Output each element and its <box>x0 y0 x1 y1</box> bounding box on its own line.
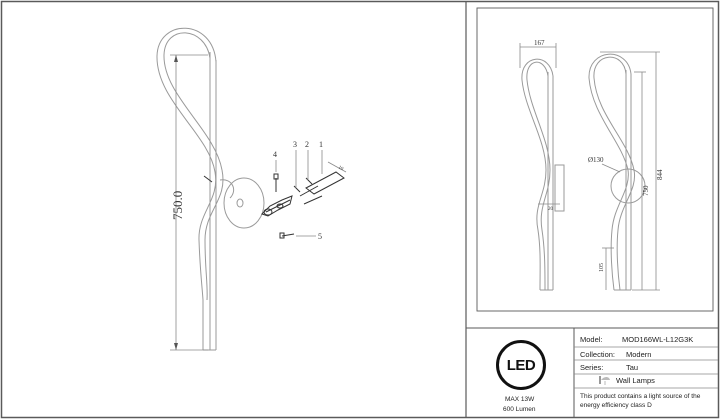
led-logo-text: LED <box>506 356 536 374</box>
right-lamp-drawing <box>519 43 660 291</box>
type-value: Wall Lamps <box>616 376 655 385</box>
collection-value: Modern <box>626 350 652 359</box>
offset-20-dimension: 20 <box>548 207 554 212</box>
series-label: Series: <box>580 363 604 372</box>
energy-note-line2: energy efficiency class D <box>580 402 652 409</box>
bracket-small-dimension: 10 <box>337 165 344 172</box>
power-rating: MAX 13W <box>505 396 535 403</box>
led-logo-badge: LED <box>496 340 546 390</box>
lumen-rating: 600 Lumen <box>503 406 536 413</box>
callout-2: 2 <box>305 140 309 149</box>
left-height-dimension: 750.0 <box>170 191 185 220</box>
callout-1: 1 <box>319 140 323 149</box>
callout-5: 5 <box>318 232 322 241</box>
right-inner-frame <box>476 7 714 312</box>
height-750-dimension: 750 <box>642 185 650 196</box>
left-lamp-drawing <box>156 27 347 351</box>
callout-4: 4 <box>273 150 277 159</box>
callout-3: 3 <box>293 140 297 149</box>
model-value: MOD166WL-L12G3K <box>622 335 694 344</box>
model-label: Model: <box>580 335 603 344</box>
series-value: Tau <box>626 363 639 372</box>
energy-note-line1: This product contains a light source of … <box>580 393 701 400</box>
bottom-105-dimension: 105 <box>599 263 605 272</box>
diameter-dimension: Ø130 <box>588 156 604 164</box>
height-844-dimension: 844 <box>656 169 664 180</box>
wall-lamp-icon <box>599 376 610 385</box>
width-dimension: 167 <box>534 39 545 47</box>
collection-label: Collection: <box>580 350 616 359</box>
